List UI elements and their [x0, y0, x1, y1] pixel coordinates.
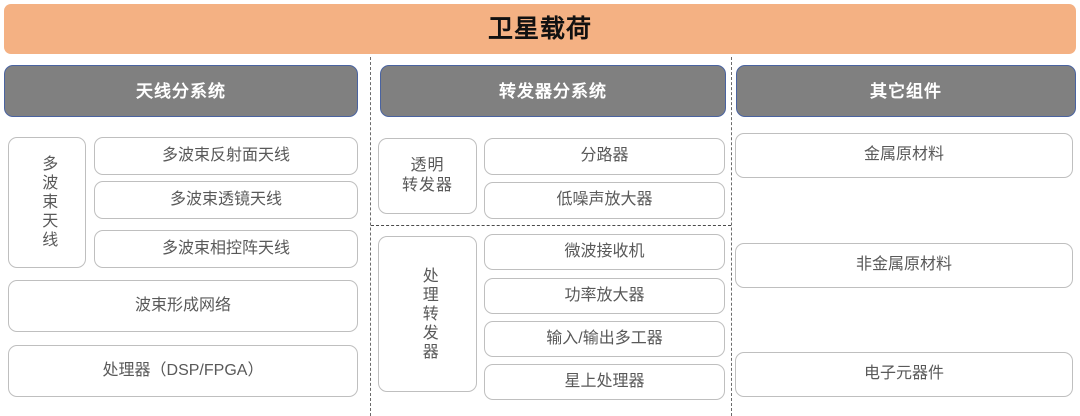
node-onboard-processor: 星上处理器: [484, 364, 725, 400]
node-multibeam-reflector-antenna: 多波束反射面天线: [94, 137, 358, 175]
node-electronic-components: 电子元器件: [735, 352, 1073, 397]
column-header-other-components: 其它组件: [736, 65, 1076, 117]
node-processing-transponder-group: 处理转发器: [378, 236, 477, 392]
column-header-label: 其它组件: [870, 81, 942, 101]
node-multibeam-phased-array-antenna: 多波束相控阵天线: [94, 230, 358, 268]
node-metal-raw-material: 金属原材料: [735, 133, 1073, 178]
node-multibeam-lens-antenna: 多波束透镜天线: [94, 181, 358, 219]
node-label-line-2: 转发器: [401, 177, 453, 194]
node-transparent-transponder-group: 透明 转发器: [378, 138, 477, 214]
node-nonmetal-raw-material: 非金属原材料: [735, 243, 1073, 288]
column-header-antenna-subsystem: 天线分系统: [4, 65, 358, 117]
node-low-noise-amplifier: 低噪声放大器: [484, 182, 725, 219]
horizontal-divider-transponder: [371, 225, 731, 226]
node-input-output-multiplexer: 输入/输出多工器: [484, 321, 725, 357]
vertical-divider-left: [370, 57, 371, 416]
column-header-label: 天线分系统: [136, 81, 226, 101]
node-power-amplifier: 功率放大器: [484, 278, 725, 314]
node-beamforming-network: 波束形成网络: [8, 280, 358, 332]
node-microwave-receiver: 微波接收机: [484, 234, 725, 270]
node-label-line-1: 透明: [410, 156, 445, 174]
diagram-title-text: 卫星载荷: [487, 14, 592, 43]
node-multibeam-antenna-group: 多波束天线: [8, 137, 86, 268]
node-splitter: 分路器: [484, 138, 725, 175]
diagram-title-banner: 卫星载荷: [4, 4, 1076, 54]
column-header-transponder-subsystem: 转发器分系统: [380, 65, 726, 117]
node-processor-dsp-fpga: 处理器（DSP/FPGA）: [8, 345, 358, 397]
vertical-divider-right: [731, 57, 732, 416]
column-header-label: 转发器分系统: [499, 81, 607, 101]
